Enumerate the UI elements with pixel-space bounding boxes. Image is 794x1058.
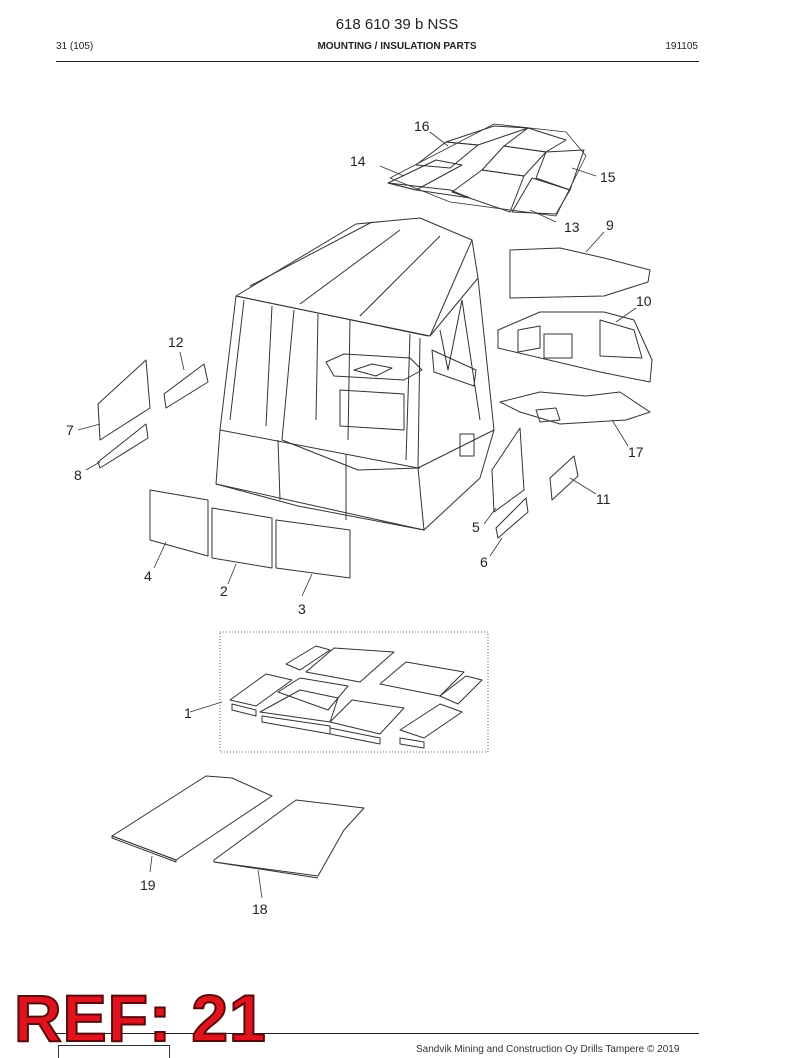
callout-18: 18 [252,901,268,917]
panel-17 [499,391,651,425]
callout-6: 6 [480,554,488,570]
header-rule [56,61,699,62]
mat-18 [213,799,365,877]
floor-insulation-set [219,631,489,753]
panel-9 [509,247,651,299]
callout-9: 9 [606,217,614,233]
roof-insulation-panels [387,123,587,217]
panel-11 [549,455,579,501]
callout-15: 15 [600,169,616,185]
callout-4: 4 [144,568,152,584]
callout-14: 14 [350,153,366,169]
reference-stamp: REF: 21 [13,981,267,1055]
callout-numbers: 1 2 3 4 5 6 7 8 9 10 11 12 13 14 15 16 1… [66,118,652,917]
callout-7: 7 [66,422,74,438]
page-number: 31 (105) [56,41,94,52]
front-panels [149,489,351,579]
panel-10 [497,311,653,383]
callout-5: 5 [472,519,480,535]
callout-11: 11 [596,491,611,507]
callout-8: 8 [74,467,82,483]
panel-3 [275,519,351,579]
panel-5 [491,427,525,513]
callout-1: 1 [184,705,192,721]
footer-rule [56,1033,699,1034]
sandvik-logo [58,1045,170,1058]
document-title: 618 610 39 b NSS [335,16,459,33]
callout-13: 13 [564,219,580,235]
cabin-frame [215,217,495,531]
section-title: MOUNTING / INSULATION PARTS [317,41,477,52]
panel-4 [149,489,209,557]
callout-2: 2 [220,583,228,599]
side-panels [97,247,653,539]
callout-16: 16 [414,118,430,134]
callout-12: 12 [168,334,184,350]
leader-lines [77,131,637,899]
panel-7 [97,359,151,441]
panel-12 [163,363,209,409]
panel-2 [211,507,273,569]
callout-19: 19 [140,877,156,893]
panel-8 [97,423,149,469]
floor-mats [111,775,365,879]
panel-6 [495,497,529,539]
callout-10: 10 [636,293,652,309]
callout-3: 3 [298,601,306,617]
footer-copyright: Sandvik Mining and Construction Oy Drill… [416,1044,680,1055]
callout-17: 17 [628,444,644,460]
document-code: 191105 [665,41,698,52]
